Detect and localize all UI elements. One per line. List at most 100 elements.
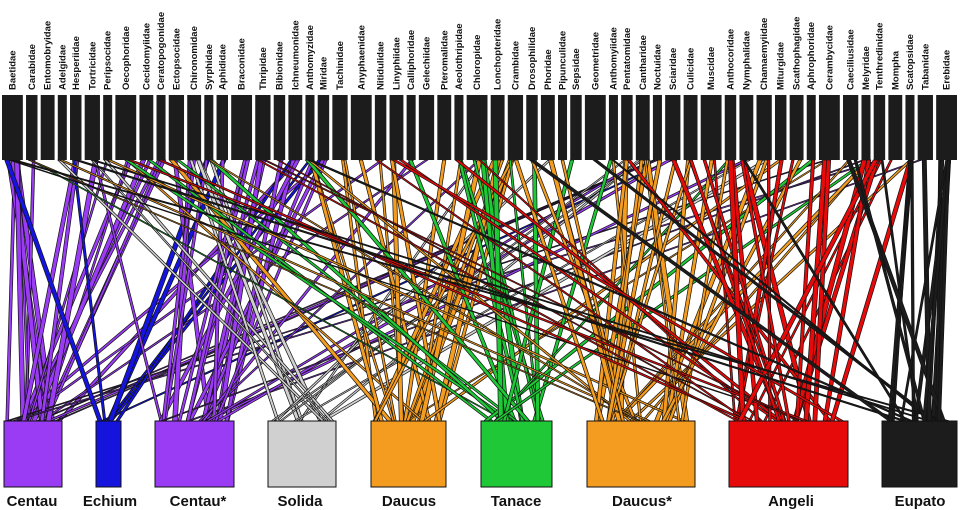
upper-bar-gelechiidae bbox=[418, 95, 435, 160]
upper-label-cantharidae: Cantharidae bbox=[638, 35, 649, 90]
upper-bar-braconidae bbox=[231, 95, 253, 160]
upper-bar-tachinidae bbox=[332, 95, 348, 160]
upper-bar-ectopsocidae bbox=[168, 95, 185, 160]
upper-label-cecidomyiidae: Cecidomyiidae bbox=[141, 23, 152, 90]
upper-label-peripsocidae: Peripsocidae bbox=[103, 31, 114, 90]
upper-label-scatopsidae: Scatopsidae bbox=[905, 34, 916, 90]
upper-bar-sepsidae bbox=[570, 95, 582, 160]
lower-box-daucus bbox=[370, 420, 447, 488]
upper-bar-pipunculidae bbox=[558, 95, 568, 160]
upper-label-chironomidae: Chironomidae bbox=[189, 26, 200, 90]
upper-bar-geometridae bbox=[584, 95, 606, 160]
lower-box-angeli bbox=[728, 420, 849, 488]
upper-bar-tenthredinidae bbox=[873, 95, 886, 160]
upper-label-pentatomidae: Pentatomidae bbox=[622, 28, 633, 90]
upper-bar-hesperiidae bbox=[70, 95, 82, 160]
lower-label-eupato: Eupato bbox=[895, 493, 946, 510]
upper-label-adelgidae: Adelgidae bbox=[57, 45, 68, 90]
upper-label-chamaemyiidae: Chamaemyiidae bbox=[759, 18, 770, 90]
lower-label-centau: Centau bbox=[7, 493, 58, 510]
upper-bar-thripidae bbox=[255, 95, 271, 160]
upper-bar-tabanidae bbox=[917, 95, 933, 160]
lower-box-tanace bbox=[480, 420, 553, 488]
upper-label-thripidae: Thripidae bbox=[258, 47, 269, 90]
upper-bar-scatopsidae bbox=[905, 95, 915, 160]
upper-label-sciaridae: Sciaridae bbox=[668, 48, 679, 90]
upper-label-caeciliusidae: Caeciliusidae bbox=[846, 29, 857, 90]
upper-bar-chloropidae bbox=[466, 95, 488, 160]
upper-bar-aphrophoridae bbox=[806, 95, 816, 160]
upper-bar-cerambycidae bbox=[818, 95, 840, 160]
upper-label-entomobryidae: Entomobryidae bbox=[43, 21, 54, 90]
upper-bar-baetidae bbox=[2, 95, 23, 160]
upper-bar-culicidae bbox=[683, 95, 698, 160]
upper-label-pipunculidae: Pipunculidae bbox=[558, 31, 569, 90]
upper-label-phoridae: Phoridae bbox=[543, 49, 554, 90]
upper-label-calliphoridae: Calliphoridae bbox=[406, 30, 417, 90]
upper-label-anyphaenidae: Anyphaenidae bbox=[356, 25, 367, 90]
upper-bar-ichneumonidae bbox=[288, 95, 303, 160]
upper-bar-cecidomyiidae bbox=[139, 95, 154, 160]
upper-label-hesperiidae: Hesperiidae bbox=[71, 36, 82, 90]
upper-label-linyphiidae: Linyphiidae bbox=[391, 37, 402, 90]
upper-bar-anthocoridae bbox=[724, 95, 737, 160]
upper-bar-syrphidae bbox=[204, 95, 214, 160]
upper-label-baetidae: Baetidae bbox=[7, 50, 18, 90]
upper-bar-cantharidae bbox=[635, 95, 650, 160]
upper-label-mompha: Mompha bbox=[890, 50, 901, 90]
upper-bar-linyphiidae bbox=[389, 95, 404, 160]
upper-label-anthocoridae: Anthocoridae bbox=[725, 29, 736, 90]
upper-label-nymphalidae: Nymphalidae bbox=[741, 31, 752, 90]
upper-bar-tortricidae bbox=[84, 95, 100, 160]
upper-bar-carabidae bbox=[26, 95, 38, 160]
upper-label-chloropidae: Chloropidae bbox=[472, 35, 483, 90]
upper-label-bibionidae: Bibionidae bbox=[274, 41, 285, 90]
lower-label-daucus: Daucus bbox=[382, 493, 436, 510]
lower-box-centau-star bbox=[154, 420, 235, 488]
upper-bar-oecophoridae bbox=[115, 95, 137, 160]
upper-bar-drosophilidae bbox=[526, 95, 538, 160]
upper-bar-anthomyzidae bbox=[305, 95, 315, 160]
upper-label-gelechiidae: Gelechiidae bbox=[421, 37, 432, 90]
upper-label-carabidae: Carabidae bbox=[27, 44, 38, 90]
lower-box-echium bbox=[95, 420, 122, 488]
upper-label-crambidae: Crambidae bbox=[510, 41, 521, 90]
upper-label-drosophilidae: Drosophilidae bbox=[527, 27, 538, 90]
upper-bar-miridae bbox=[317, 95, 330, 160]
upper-label-oecophoridae: Oecophoridae bbox=[121, 26, 132, 90]
lower-label-angeli: Angeli bbox=[768, 493, 814, 510]
lower-box-centau bbox=[3, 420, 63, 488]
lower-box-daucus-star bbox=[586, 420, 696, 488]
upper-bar-chironomidae bbox=[187, 95, 202, 160]
upper-bar-ceratopogonidae bbox=[156, 95, 166, 160]
upper-bar-caeciliusidae bbox=[843, 95, 859, 160]
upper-label-noctuidae: Noctuidae bbox=[652, 44, 663, 90]
upper-label-syrphidae: Syrphidae bbox=[204, 44, 215, 90]
upper-bar-bibionidae bbox=[273, 95, 286, 160]
upper-bar-crambidae bbox=[507, 95, 524, 160]
upper-label-pteromalidae: Pteromalidae bbox=[439, 30, 450, 90]
lower-label-centau-star: Centau* bbox=[170, 493, 227, 510]
upper-bar-mompha bbox=[888, 95, 903, 160]
upper-bar-nymphalidae bbox=[739, 95, 754, 160]
upper-label-erebidae: Erebidae bbox=[942, 50, 953, 90]
upper-bar-adelgidae bbox=[57, 95, 67, 160]
upper-label-miturgidae: Miturgidae bbox=[776, 42, 787, 90]
upper-bar-aphididae bbox=[216, 95, 228, 160]
upper-label-ectopsocidae: Ectopsocidae bbox=[171, 28, 182, 90]
upper-label-nitidulidae: Nitidulidae bbox=[376, 41, 387, 90]
upper-bar-pentatomidae bbox=[621, 95, 633, 160]
upper-label-tabanidae: Tabanidae bbox=[920, 44, 931, 90]
lower-box-eupato bbox=[881, 420, 958, 488]
upper-bar-chamaemyiidae bbox=[756, 95, 772, 160]
upper-bar-noctuidae bbox=[652, 95, 662, 160]
upper-bar-lonchopteridae bbox=[490, 95, 505, 160]
upper-label-ceratopogonidae: Ceratopogonidae bbox=[156, 12, 167, 90]
upper-label-anthomyiidae: Anthomyiidae bbox=[608, 27, 619, 90]
upper-bar-erebidae bbox=[936, 95, 957, 160]
upper-bar-muscidae bbox=[700, 95, 722, 160]
upper-label-miridae: Miridae bbox=[318, 57, 329, 90]
lower-label-tanace: Tanace bbox=[491, 493, 542, 510]
